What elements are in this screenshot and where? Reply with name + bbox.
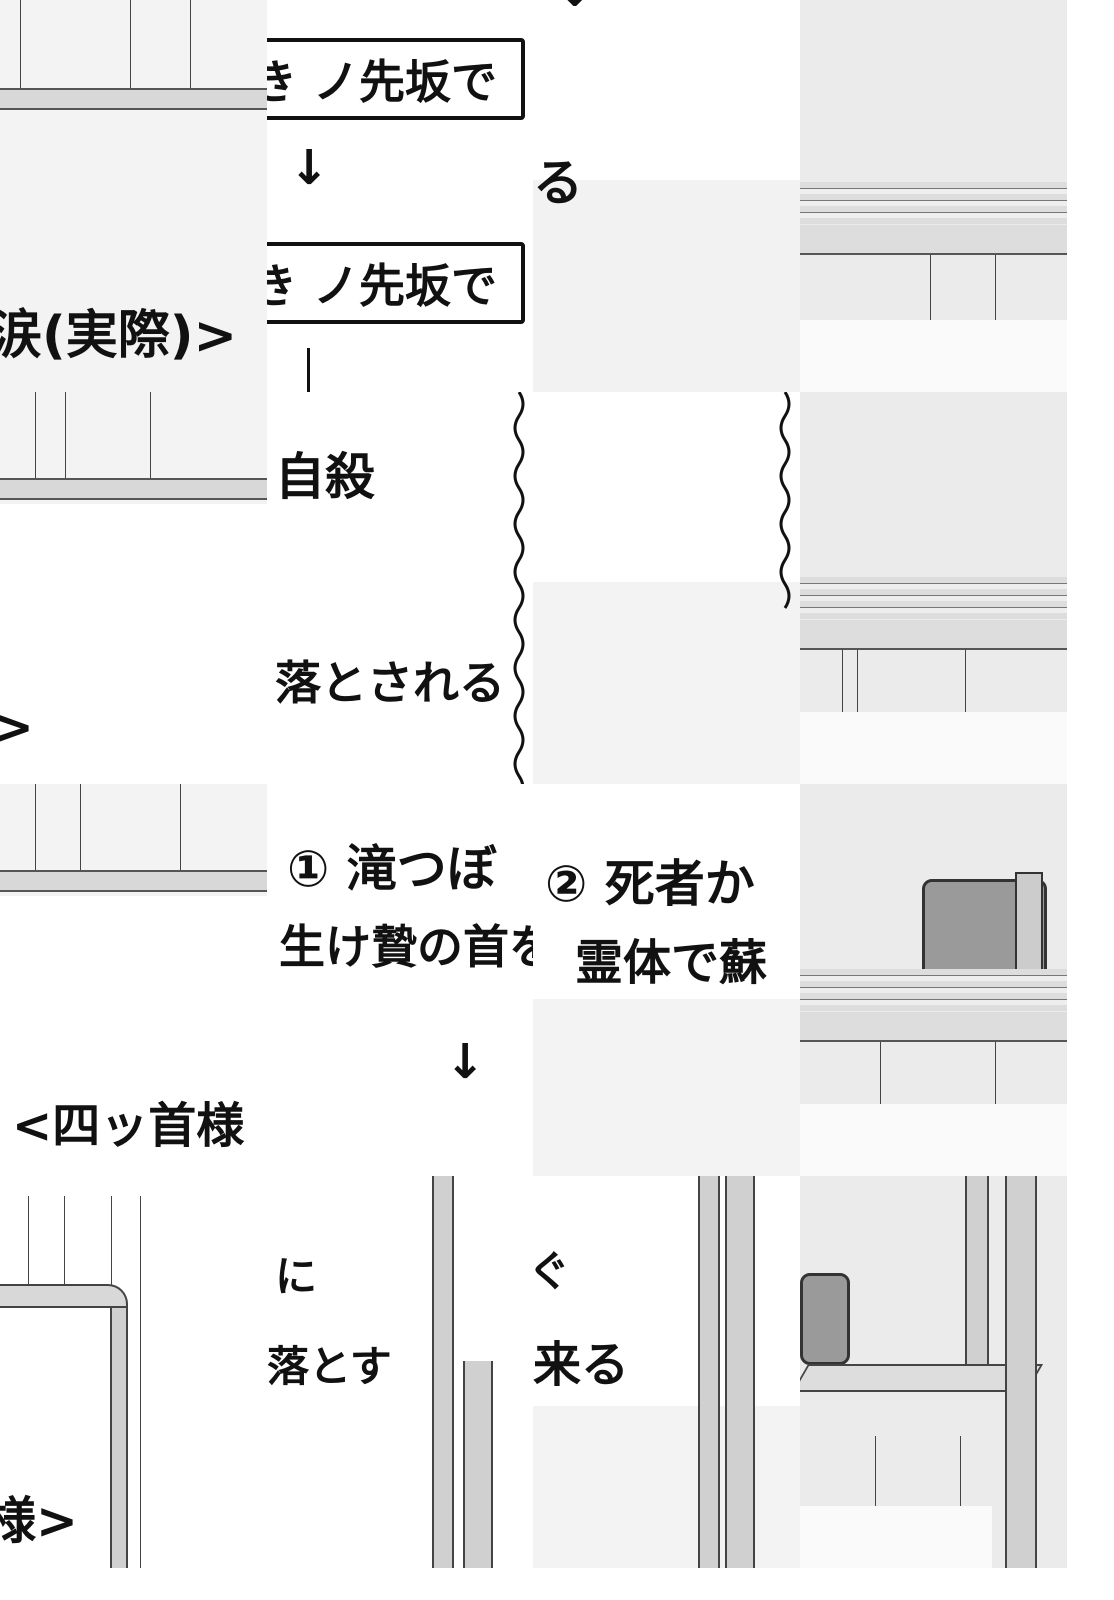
tile-r3c4 [800,784,1067,1176]
tile-r1c3: る ↓ [533,0,800,392]
tile-r3c1: <四ッ首様 [0,784,267,1176]
tile-r2c3 [533,392,800,784]
wavy-line [779,392,791,609]
wavy-line [513,392,525,784]
caption-sacrifice: 生け贄の首を [279,920,534,974]
tile-r1c1: 涙(実際)> [0,0,267,392]
tile-r1c4 [800,0,1067,392]
school-bag [800,1273,850,1365]
rail [800,182,1067,224]
caption-dead: ② 死者か [545,855,755,913]
arrow-down-icon: ↓ [445,1034,486,1090]
arrow-down-icon: ↓ [289,140,330,196]
rail [0,88,267,110]
rail [800,969,1067,1011]
caption-drop: 落とす [267,1342,392,1391]
tile-r3c3: ② 死者か 霊体で蘇 [533,784,800,1176]
tile-r3c2: ① 滝つぼ 生け贄の首を ↓ [267,784,534,1176]
label-box: き ノ先坂で [267,38,525,120]
tile-r4c4 [800,1176,1067,1568]
arrow-down-icon: ↓ [558,0,592,16]
caption-waterfall: ① 滝つぼ [287,840,497,898]
caption-tears: 涙(実際)> [0,306,238,366]
caption-dropped: 落とされる [275,656,505,710]
tile-r4c3: ぐ 来る [533,1176,800,1568]
caption-spirit: 霊体で蘇 [575,935,768,991]
caption-yotsukubi: <四ッ首様 [12,1098,245,1154]
caption-fragment: る [533,154,583,212]
caption-fragment: に [275,1252,318,1301]
tile-r4c1: 様> [0,1176,267,1568]
tile-r1c2: き ノ先坂で ↓ き ノ先坂で [267,0,534,392]
caption-fragment: ぐ [533,1247,571,1296]
caption-come: 来る [533,1337,630,1393]
caption-fragment: > [0,698,34,756]
rail [0,870,267,892]
label-box: き ノ先坂で [267,242,525,324]
rail [0,478,267,500]
caption-fragment: 様> [0,1492,78,1550]
tile-r2c2: 自殺 落とされる [267,392,534,784]
caption-suicide: 自殺 [275,448,375,506]
tile-r2c1: > [0,392,267,784]
tile-r4c2: に 落とす [267,1176,534,1568]
tile-r2c4 [800,392,1067,784]
rail [800,577,1067,619]
